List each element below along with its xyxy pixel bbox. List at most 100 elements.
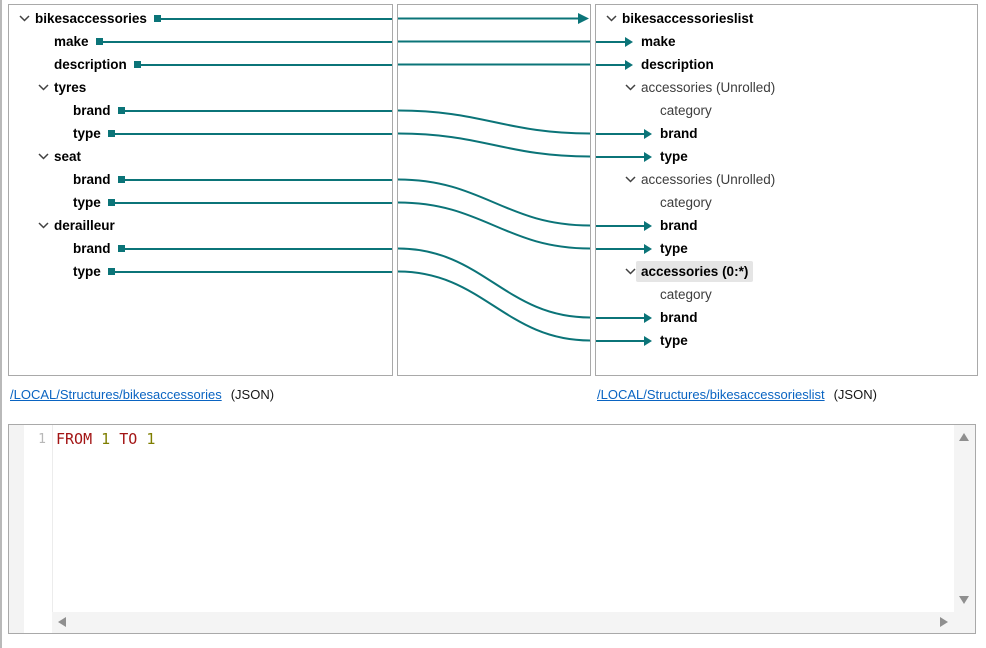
arrow-line <box>596 155 644 158</box>
target-node-type[interactable]: type <box>596 237 977 260</box>
source-schema-link[interactable]: /LOCAL/Structures/bikesaccessories <box>10 387 222 402</box>
scroll-up-icon[interactable] <box>959 433 969 441</box>
scroll-right-icon[interactable] <box>940 617 948 627</box>
connector-line <box>140 63 392 66</box>
connector-line <box>114 201 392 204</box>
gutter-separator <box>52 425 53 612</box>
node-label: description <box>54 57 127 72</box>
chevron-down-icon[interactable] <box>625 268 641 275</box>
target-node-brand[interactable]: brand <box>596 214 977 237</box>
arrowhead-icon <box>644 151 652 162</box>
code-token-number: 1 <box>146 430 156 448</box>
connector-square-icon <box>153 15 161 22</box>
horizontal-scrollbar[interactable] <box>52 612 954 633</box>
chevron-down-icon[interactable] <box>606 15 622 22</box>
connector-line <box>102 40 392 43</box>
node-label: tyres <box>54 80 87 95</box>
node-label: category <box>660 287 712 302</box>
target-node-accessories-0[interactable]: accessories (0:*) <box>596 260 977 283</box>
source-node-type[interactable]: type <box>9 260 392 283</box>
left-splitter[interactable] <box>0 0 2 648</box>
source-node-description[interactable]: description <box>9 53 392 76</box>
source-node-brand[interactable]: brand <box>9 168 392 191</box>
arrow-line <box>596 40 625 43</box>
target-node-category[interactable]: category <box>596 283 977 306</box>
target-node-accessories-unrolled[interactable]: accessories (Unrolled) <box>596 168 977 191</box>
code-line[interactable]: FROM 1 TO 1 <box>56 430 155 449</box>
code-token-number: 1 <box>101 430 111 448</box>
node-label: derailleur <box>54 218 115 233</box>
chevron-down-icon[interactable] <box>625 176 641 183</box>
chevron-down-icon[interactable] <box>38 153 54 160</box>
connector-line <box>114 132 392 135</box>
connector-square-icon <box>117 245 125 252</box>
connector-square-icon <box>117 176 125 183</box>
mapping-line[interactable] <box>398 270 590 342</box>
code-token-keyword: FROM <box>56 430 93 448</box>
source-node-brand[interactable]: brand <box>9 99 392 122</box>
target-node-description[interactable]: description <box>596 53 977 76</box>
mapping-line[interactable] <box>398 109 590 135</box>
target-node-category[interactable]: category <box>596 191 977 214</box>
mapping-line[interactable] <box>398 178 590 227</box>
chevron-down-icon[interactable] <box>38 84 54 91</box>
node-label: brand <box>73 172 111 187</box>
node-label: type <box>660 333 688 348</box>
vertical-scrollbar[interactable] <box>954 425 975 633</box>
node-label: make <box>54 34 89 49</box>
node-label: bikesaccessories <box>35 11 147 26</box>
arrow-line <box>596 224 644 227</box>
source-node-bikesaccessories[interactable]: bikesaccessories <box>9 7 392 30</box>
source-node-make[interactable]: make <box>9 30 392 53</box>
target-node-type[interactable]: type <box>596 145 977 168</box>
arrowhead-icon <box>644 243 652 254</box>
arrowhead-icon <box>644 335 652 346</box>
chevron-down-icon[interactable] <box>38 222 54 229</box>
node-label: type <box>73 195 101 210</box>
editor-gutter <box>9 425 24 633</box>
connector-square-icon <box>117 107 125 114</box>
scroll-left-icon[interactable] <box>58 617 66 627</box>
node-label: type <box>660 241 688 256</box>
target-node-make[interactable]: make <box>596 30 977 53</box>
code-editor[interactable]: 1 FROM 1 TO 1 <box>8 424 976 634</box>
connector-line <box>124 109 392 112</box>
node-label: category <box>660 195 712 210</box>
arrow-line <box>596 316 644 319</box>
connector-square-icon <box>133 61 141 68</box>
target-node-category[interactable]: category <box>596 99 977 122</box>
target-node-type[interactable]: type <box>596 329 977 352</box>
target-node-bikesaccessorieslist[interactable]: bikesaccessorieslist <box>596 7 977 30</box>
chevron-down-icon[interactable] <box>19 15 35 22</box>
node-label: brand <box>660 218 698 233</box>
node-label: type <box>73 126 101 141</box>
target-node-brand[interactable]: brand <box>596 122 977 145</box>
mapping-line[interactable] <box>398 247 590 319</box>
chevron-down-icon[interactable] <box>625 84 641 91</box>
node-label: brand <box>73 103 111 118</box>
arrowhead-icon <box>625 59 633 70</box>
node-label: type <box>73 264 101 279</box>
mapping-line[interactable] <box>398 132 590 158</box>
node-label: bikesaccessorieslist <box>622 11 754 26</box>
source-node-type[interactable]: type <box>9 122 392 145</box>
connector-square-icon <box>107 130 115 137</box>
target-node-accessories-unrolled[interactable]: accessories (Unrolled) <box>596 76 977 99</box>
node-label: brand <box>660 126 698 141</box>
target-schema-link[interactable]: /LOCAL/Structures/bikesaccessorieslist <box>597 387 825 402</box>
source-schema-panel: bikesaccessories make description tyres bran… <box>8 4 393 376</box>
mapping-line[interactable] <box>398 201 590 250</box>
source-node-brand[interactable]: brand <box>9 237 392 260</box>
source-node-seat[interactable]: seat <box>9 145 392 168</box>
mapping-panel <box>397 4 591 376</box>
connector-square-icon <box>95 38 103 45</box>
source-node-tyres[interactable]: tyres <box>9 76 392 99</box>
source-node-derailleur[interactable]: derailleur <box>9 214 392 237</box>
target-node-brand[interactable]: brand <box>596 306 977 329</box>
connector-line <box>124 178 392 181</box>
source-node-type[interactable]: type <box>9 191 392 214</box>
scroll-down-icon[interactable] <box>959 596 969 604</box>
target-schema-format: (JSON) <box>833 387 877 402</box>
